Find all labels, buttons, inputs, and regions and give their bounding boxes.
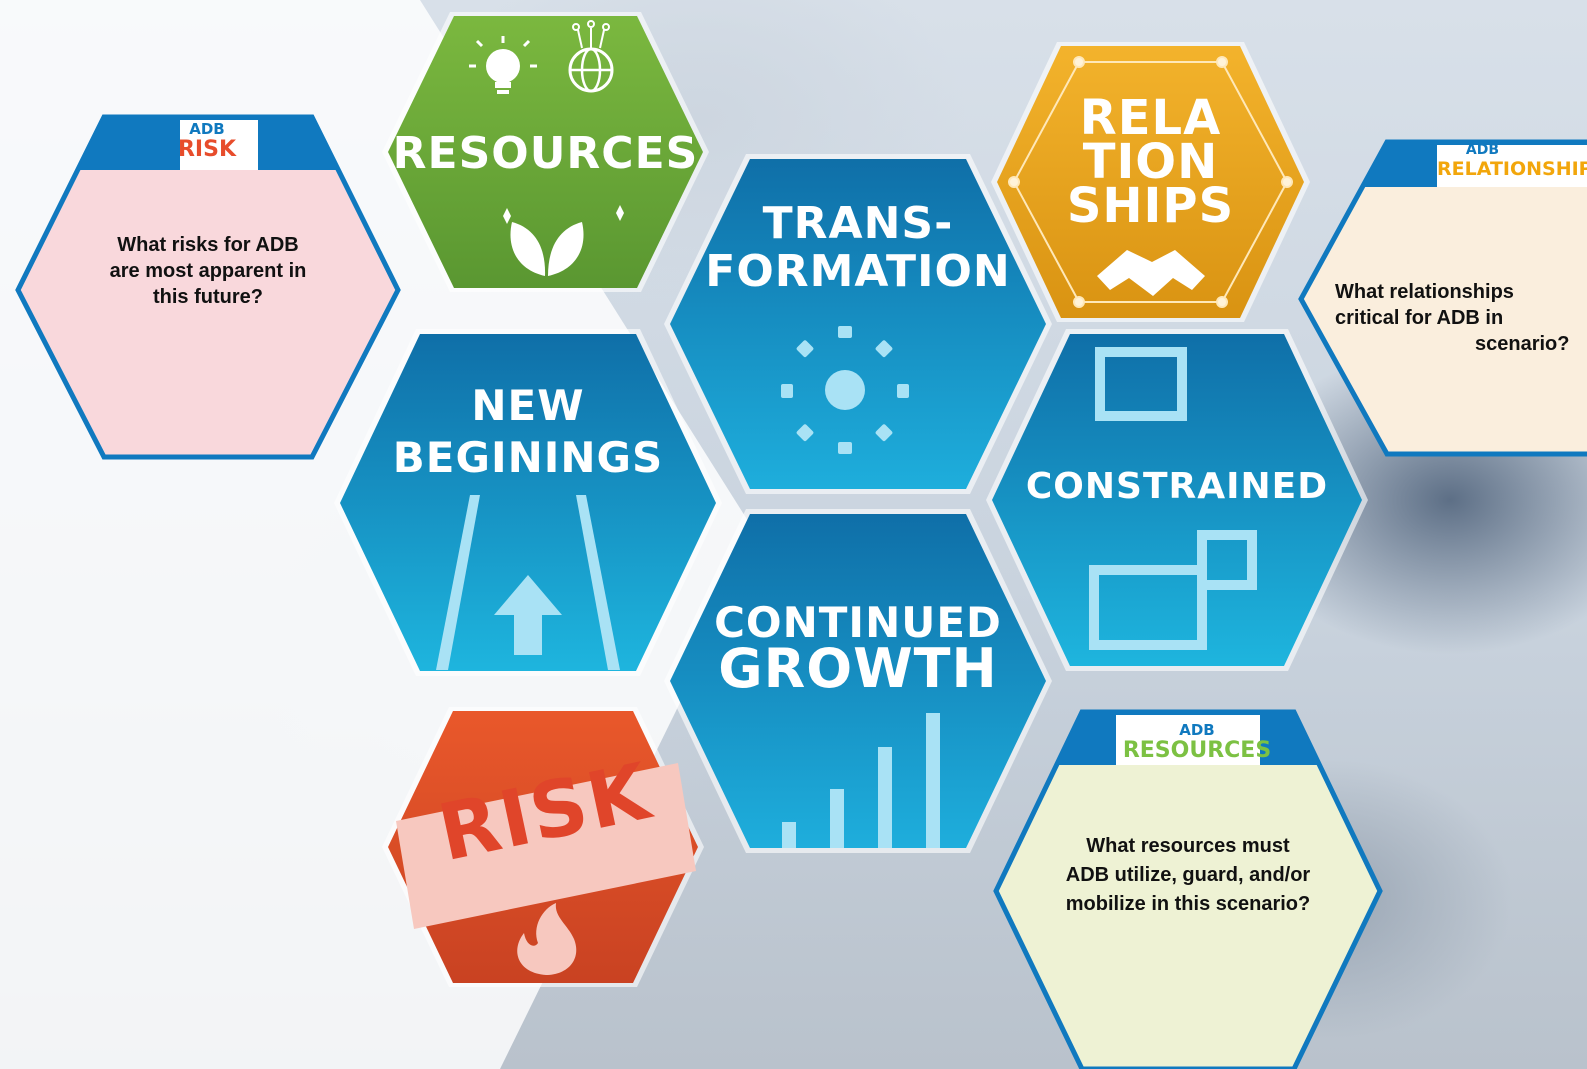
adb-relationship-card-tab-top: ADB <box>1465 142 1499 158</box>
adb-risk-card-tab-bottom: RISK <box>177 137 237 162</box>
adb-resources-card-tab-bottom: RESOURCES <box>1122 738 1272 763</box>
adb-resources-question-line-2: ADB utilize, guard, and/or <box>1065 864 1311 886</box>
constrained-hexagon-label: CONSTRAINED <box>1025 466 1329 507</box>
continued-growth-label-line-1: CONTINUED <box>714 598 1002 647</box>
relationships-label-line-1: RELA <box>1079 90 1222 146</box>
adb-risk-question-line-3: this future? <box>153 286 263 308</box>
road-arrow-icon <box>436 495 620 670</box>
relationships-label-line-3: SHIPS <box>1066 178 1235 234</box>
adb-relationship-question-line-3: scenario? <box>1475 333 1570 355</box>
adb-risk-card-tab-top: ADB <box>189 120 225 138</box>
constrained-hexagon[interactable] <box>982 325 1372 675</box>
adb-relationship-card[interactable] <box>1295 137 1587 459</box>
adb-risk-question-line-2: are most apparent in <box>109 260 307 282</box>
continued-growth-label-line-2: GROWTH <box>718 637 998 700</box>
transformation-hexagon-label: TRANS- FORMATION <box>660 200 1056 296</box>
globe-gear-icon <box>568 20 614 93</box>
continued-growth-hexagon[interactable] <box>660 505 1056 857</box>
relationships-hexagon[interactable] <box>987 38 1314 326</box>
adb-resources-card-tab-top: ADB <box>1179 721 1215 739</box>
relationships-hexagon-label: RELA TION SHIPS <box>987 90 1314 234</box>
handshake-icon <box>1097 250 1205 296</box>
new-beginings-label-line-2: BEGININGS <box>392 433 664 482</box>
leaf-icon <box>503 205 624 276</box>
adb-risk-question-line-1: What risks for ADB <box>117 234 299 256</box>
lightbulb-icon <box>469 36 537 94</box>
adb-risk-card-question: What risks for ADB are most apparent in … <box>52 232 364 310</box>
adb-relationship-question-line-1: What relationships <box>1335 281 1514 303</box>
sun-burst-icon <box>781 326 909 454</box>
relationships-label-line-2: TION <box>1082 134 1219 190</box>
fire-icon <box>517 903 577 975</box>
adb-resources-card-question: What resources must ADB utilize, guard, … <box>1010 832 1366 919</box>
resources-hexagon[interactable] <box>378 8 713 296</box>
network-lines-decoration <box>1008 56 1293 308</box>
new-beginings-hexagon-label: NEW BEGININGS <box>330 380 726 484</box>
transformation-label-line-1: TRANS- <box>762 198 954 249</box>
transformation-hexagon[interactable] <box>660 150 1056 498</box>
transformation-label-line-2: FORMATION <box>705 246 1011 297</box>
adb-relationship-question-line-2: critical for ADB in <box>1335 307 1504 329</box>
new-beginings-label-line-1: NEW <box>471 381 585 430</box>
constrained-boxes-icon <box>1089 347 1257 650</box>
adb-relationship-card-question: What relationships critical for ADB in s… <box>1325 279 1587 357</box>
continued-growth-hexagon-label: CONTINUED GROWTH <box>660 598 1056 700</box>
adb-resources-question-line-1: What resources must <box>1086 835 1290 857</box>
risk-hexagon[interactable] <box>378 703 708 991</box>
growth-bars-icon <box>782 713 940 848</box>
adb-resources-question-line-3: mobilize in this scenario? <box>1065 893 1311 915</box>
adb-relationship-card-tab-bottom: RELATIONSHIP <box>1437 160 1587 179</box>
adb-risk-card[interactable] <box>12 112 404 462</box>
resources-hexagon-label: RESOURCES <box>392 128 699 179</box>
new-beginings-hexagon[interactable] <box>330 325 726 680</box>
adb-resources-card[interactable] <box>990 707 1386 1069</box>
